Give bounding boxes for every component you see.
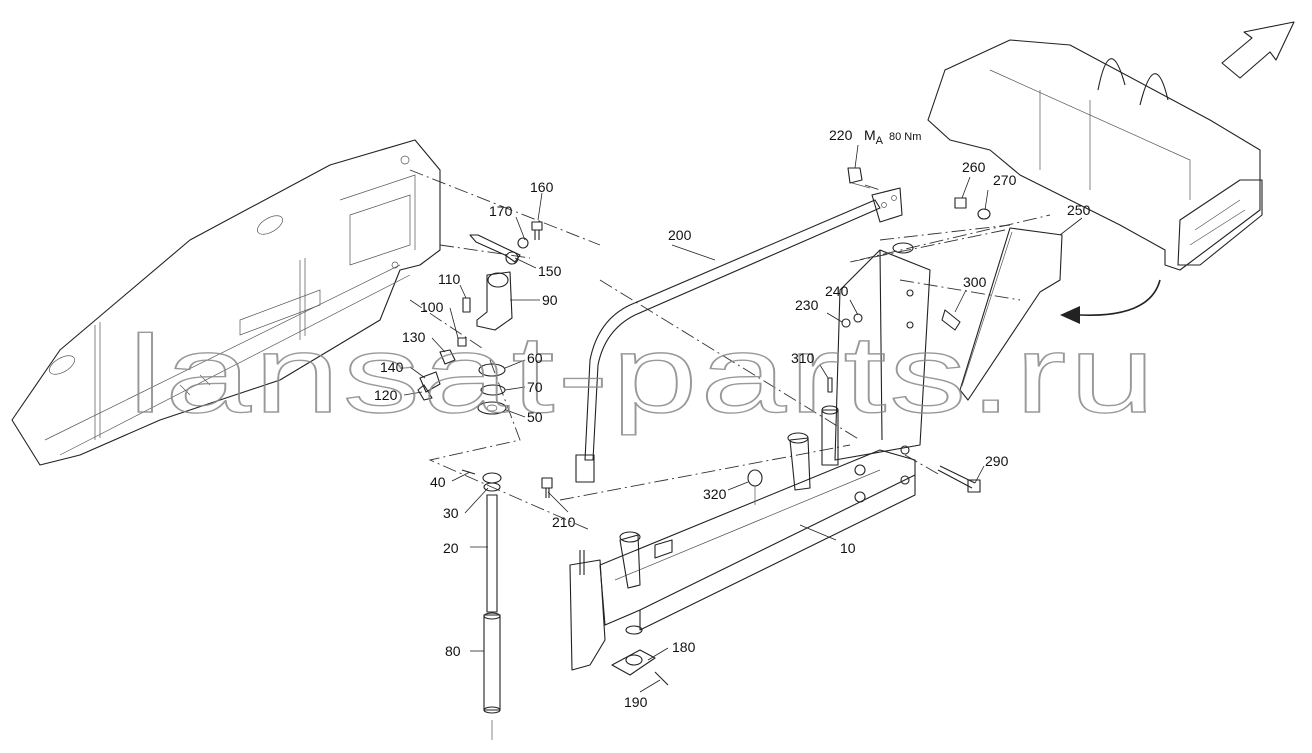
assembly-lines xyxy=(409,169,1051,531)
callout-260: 260 xyxy=(962,159,986,175)
callout-labels: 10 20 30 40 50 60 70 80 90 100 110 120 1… xyxy=(374,127,1091,710)
overview-machine xyxy=(927,39,1263,271)
callout-100: 100 xyxy=(420,299,444,315)
callout-220: 220 xyxy=(829,127,853,143)
handrail xyxy=(575,167,903,483)
bracket-assembly xyxy=(417,271,513,415)
side-frame-panel xyxy=(11,139,441,466)
callout-110: 110 xyxy=(438,271,461,287)
callout-180: 180 xyxy=(672,639,696,655)
main-frame xyxy=(569,242,931,671)
callout-120: 120 xyxy=(374,387,398,403)
callout-200: 200 xyxy=(668,227,692,243)
leader-lines xyxy=(403,144,1083,693)
torque-value: 80 Nm xyxy=(889,131,921,143)
callout-300: 300 xyxy=(963,274,987,290)
callout-30: 30 xyxy=(443,505,459,521)
callout-320: 320 xyxy=(703,486,727,502)
torque-subscript: A xyxy=(876,135,884,147)
clamp-assembly xyxy=(611,649,669,686)
callout-140: 140 xyxy=(380,359,404,375)
curved-arrow-icon xyxy=(1060,279,1161,324)
callout-60: 60 xyxy=(527,350,543,366)
callout-10: 10 xyxy=(840,540,856,556)
torque-note: MA 80 Nm xyxy=(864,127,921,147)
callout-240: 240 xyxy=(825,283,849,299)
callout-270: 270 xyxy=(993,172,1017,188)
callout-40: 40 xyxy=(430,474,446,490)
callout-210: 210 xyxy=(552,514,576,530)
callout-190: 190 xyxy=(624,694,648,710)
spindle-assembly xyxy=(461,469,502,740)
torque-prefix: M xyxy=(864,127,876,143)
callout-130: 130 xyxy=(402,329,426,345)
callout-230: 230 xyxy=(795,297,819,313)
callout-160: 160 xyxy=(530,179,554,195)
callout-80: 80 xyxy=(445,643,461,659)
callout-290: 290 xyxy=(985,453,1009,469)
bolts xyxy=(541,309,981,505)
watermark-text: lansat-parts.ru xyxy=(128,313,1158,436)
callout-50: 50 xyxy=(527,409,543,425)
callout-170: 170 xyxy=(489,203,513,219)
callout-90: 90 xyxy=(542,292,558,308)
callout-310: 310 xyxy=(791,350,815,366)
crank-handle xyxy=(469,221,543,265)
callout-150: 150 xyxy=(538,263,562,279)
direction-arrow-icon xyxy=(1221,21,1295,79)
callout-70: 70 xyxy=(527,379,543,395)
callout-20: 20 xyxy=(443,540,459,556)
callout-250: 250 xyxy=(1067,202,1091,218)
